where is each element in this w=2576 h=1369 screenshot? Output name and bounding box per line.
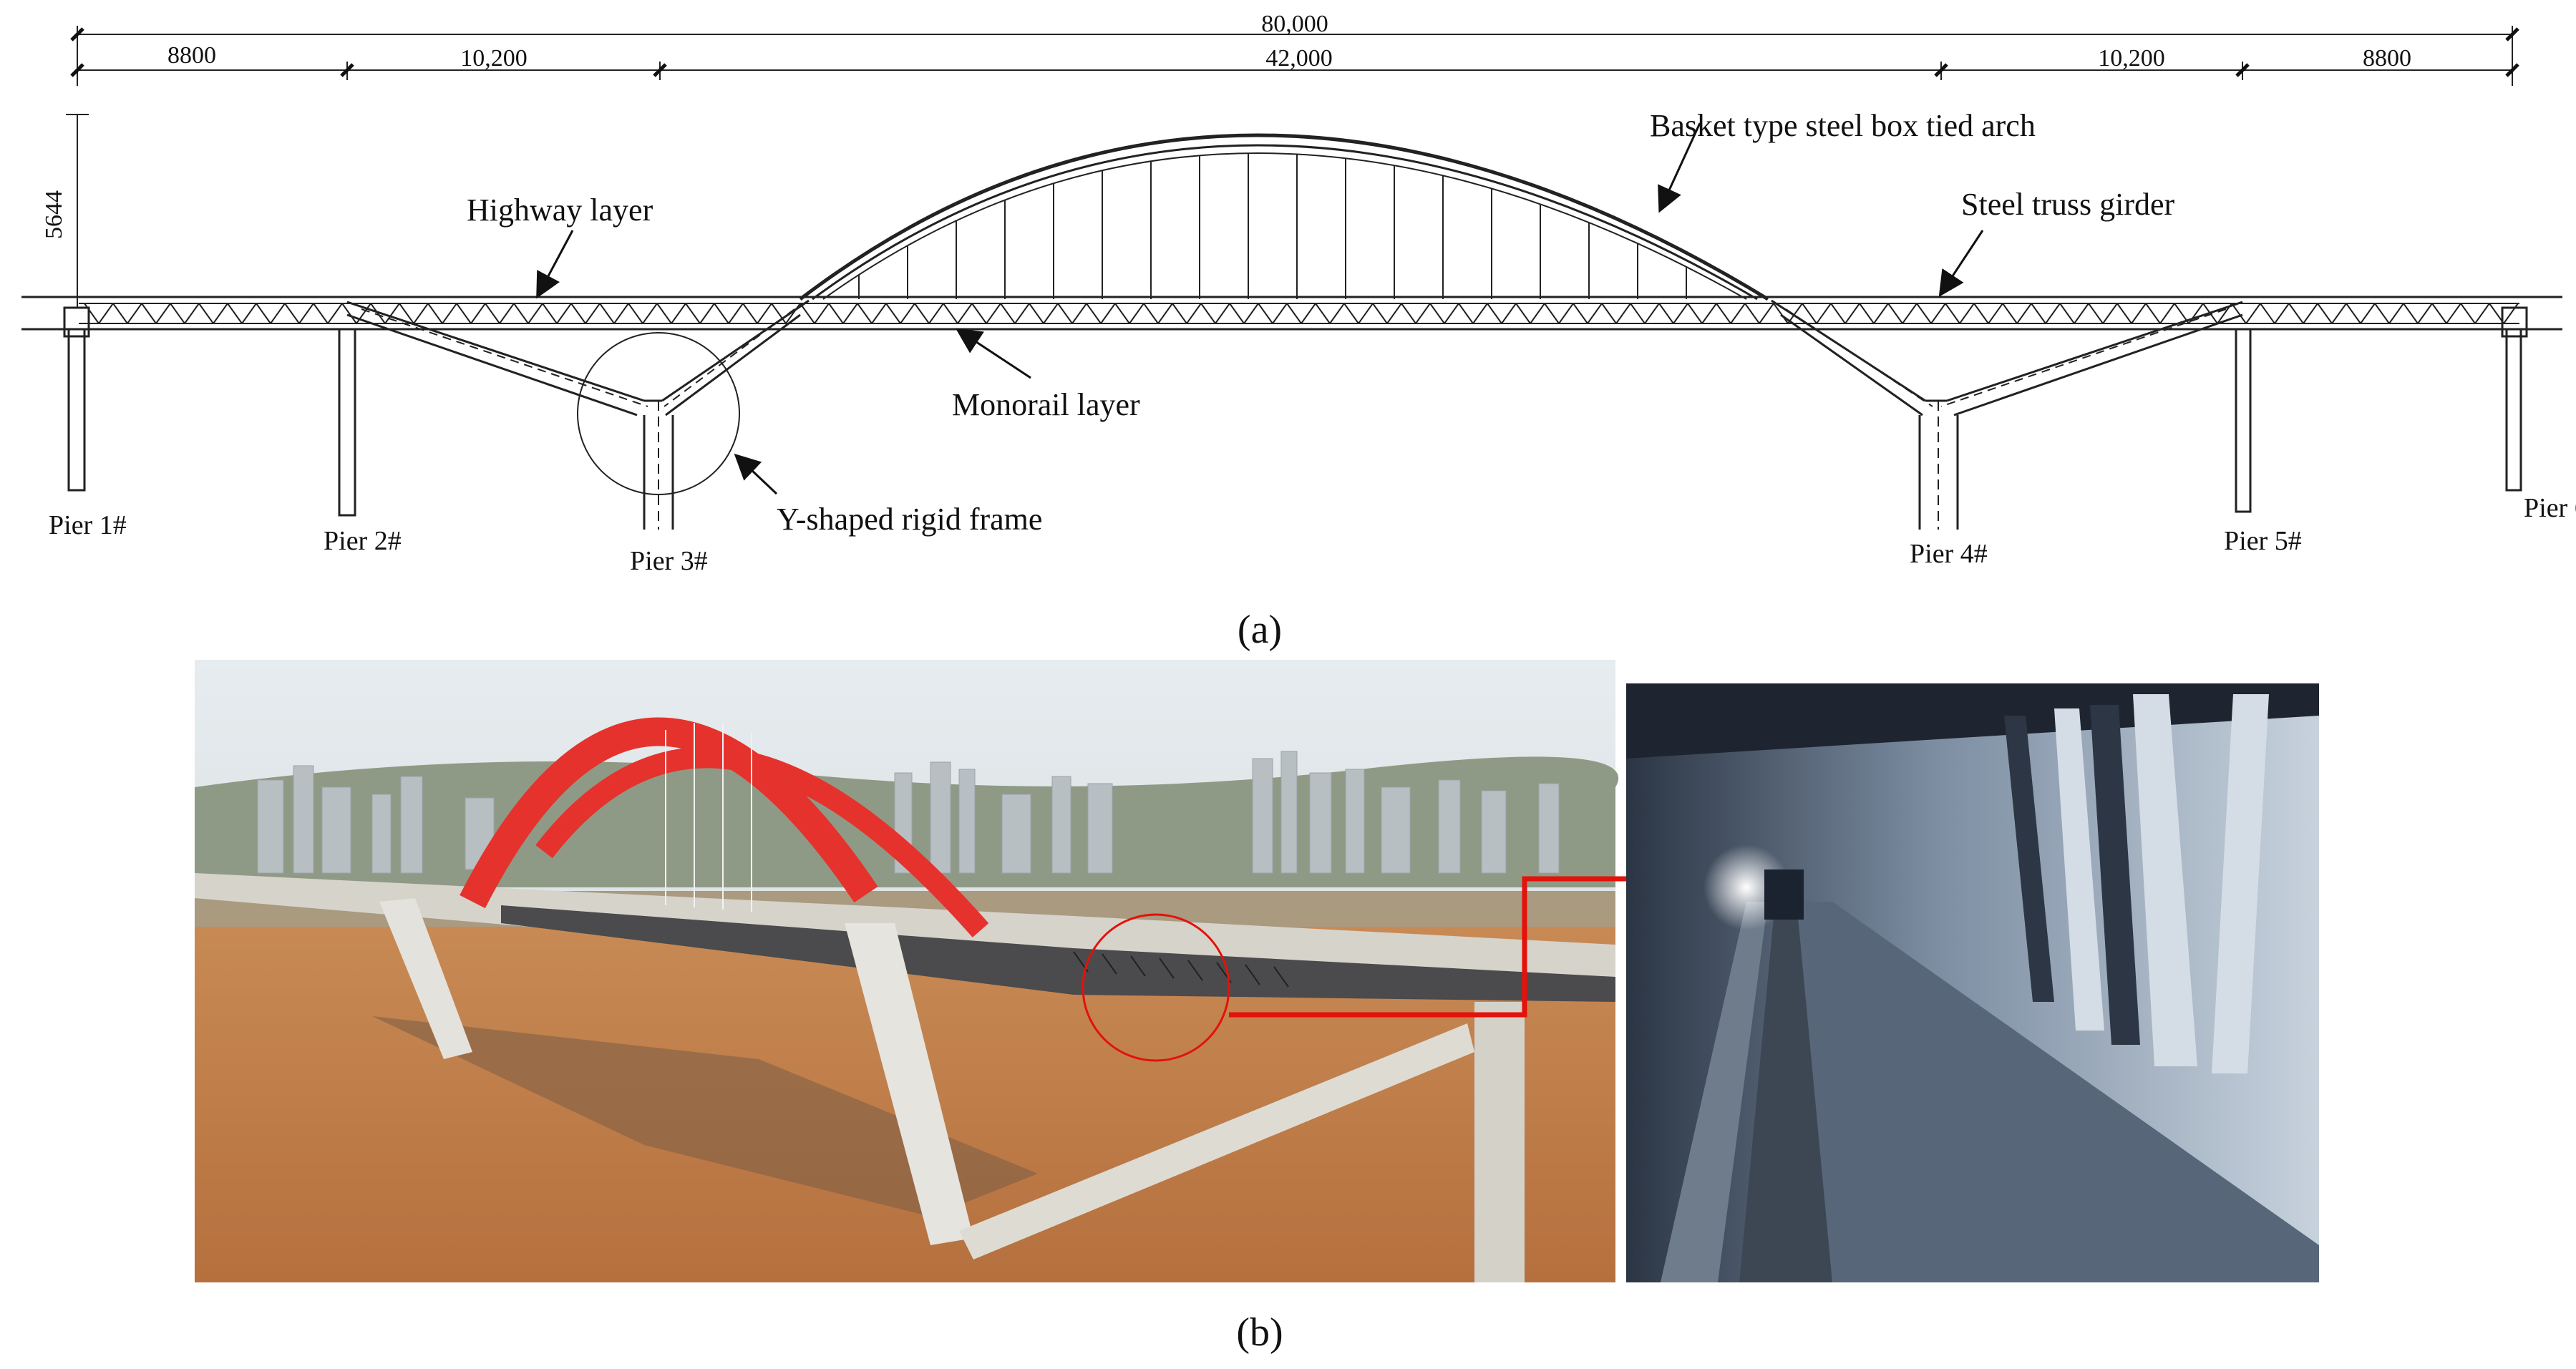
photo-monorail-interior bbox=[1626, 683, 2319, 1282]
y-frame-right bbox=[1771, 299, 2243, 530]
photo-bridge-exterior bbox=[195, 660, 1768, 1282]
callout-arrows bbox=[536, 122, 1984, 495]
callout-arch: Basket type steel box tied arch bbox=[1650, 108, 2036, 143]
pier-label-2: Pier 2# bbox=[324, 526, 402, 556]
callout-y-frame: Y-shaped rigid frame bbox=[777, 502, 1042, 537]
callout-highway-layer: Highway layer bbox=[467, 193, 653, 228]
dim-span-2: 10,200 bbox=[460, 45, 528, 72]
y-frame-highlight-circle bbox=[577, 332, 740, 495]
monorail-highlight-circle bbox=[1082, 913, 1230, 1062]
pier-label-6: Pier 6# bbox=[2524, 493, 2576, 523]
pier-label-1: Pier 1# bbox=[49, 510, 127, 540]
dimension-ticks bbox=[70, 27, 2519, 77]
pier-label-4: Pier 4# bbox=[1910, 539, 1988, 569]
dim-span-4: 10,200 bbox=[2098, 45, 2165, 72]
dim-span-5: 8800 bbox=[2363, 45, 2411, 72]
y-frame-left bbox=[346, 299, 810, 530]
pier-columns bbox=[63, 306, 2528, 517]
deck-truss bbox=[21, 296, 2562, 331]
panel-label-b: (b) bbox=[1236, 1310, 1283, 1355]
dim-span-1: 8800 bbox=[167, 42, 216, 69]
pier-label-5: Pier 5# bbox=[2224, 526, 2302, 556]
elevation-drawing: 80,000 42,000 8800 10,200 10,200 8800 56… bbox=[21, 11, 2576, 576]
dim-height: 5644 bbox=[41, 190, 67, 239]
tied-arch bbox=[799, 133, 1769, 301]
panel-label-a: (a) bbox=[1238, 608, 1282, 652]
dim-main-span: 42,000 bbox=[1265, 45, 1333, 72]
pier-label-3: Pier 3# bbox=[630, 546, 708, 576]
callout-steel-truss: Steel truss girder bbox=[1961, 187, 2175, 222]
callout-monorail-layer: Monorail layer bbox=[952, 387, 1140, 422]
dimension-lines bbox=[66, 26, 2513, 308]
dim-total: 80,000 bbox=[1261, 11, 1328, 37]
